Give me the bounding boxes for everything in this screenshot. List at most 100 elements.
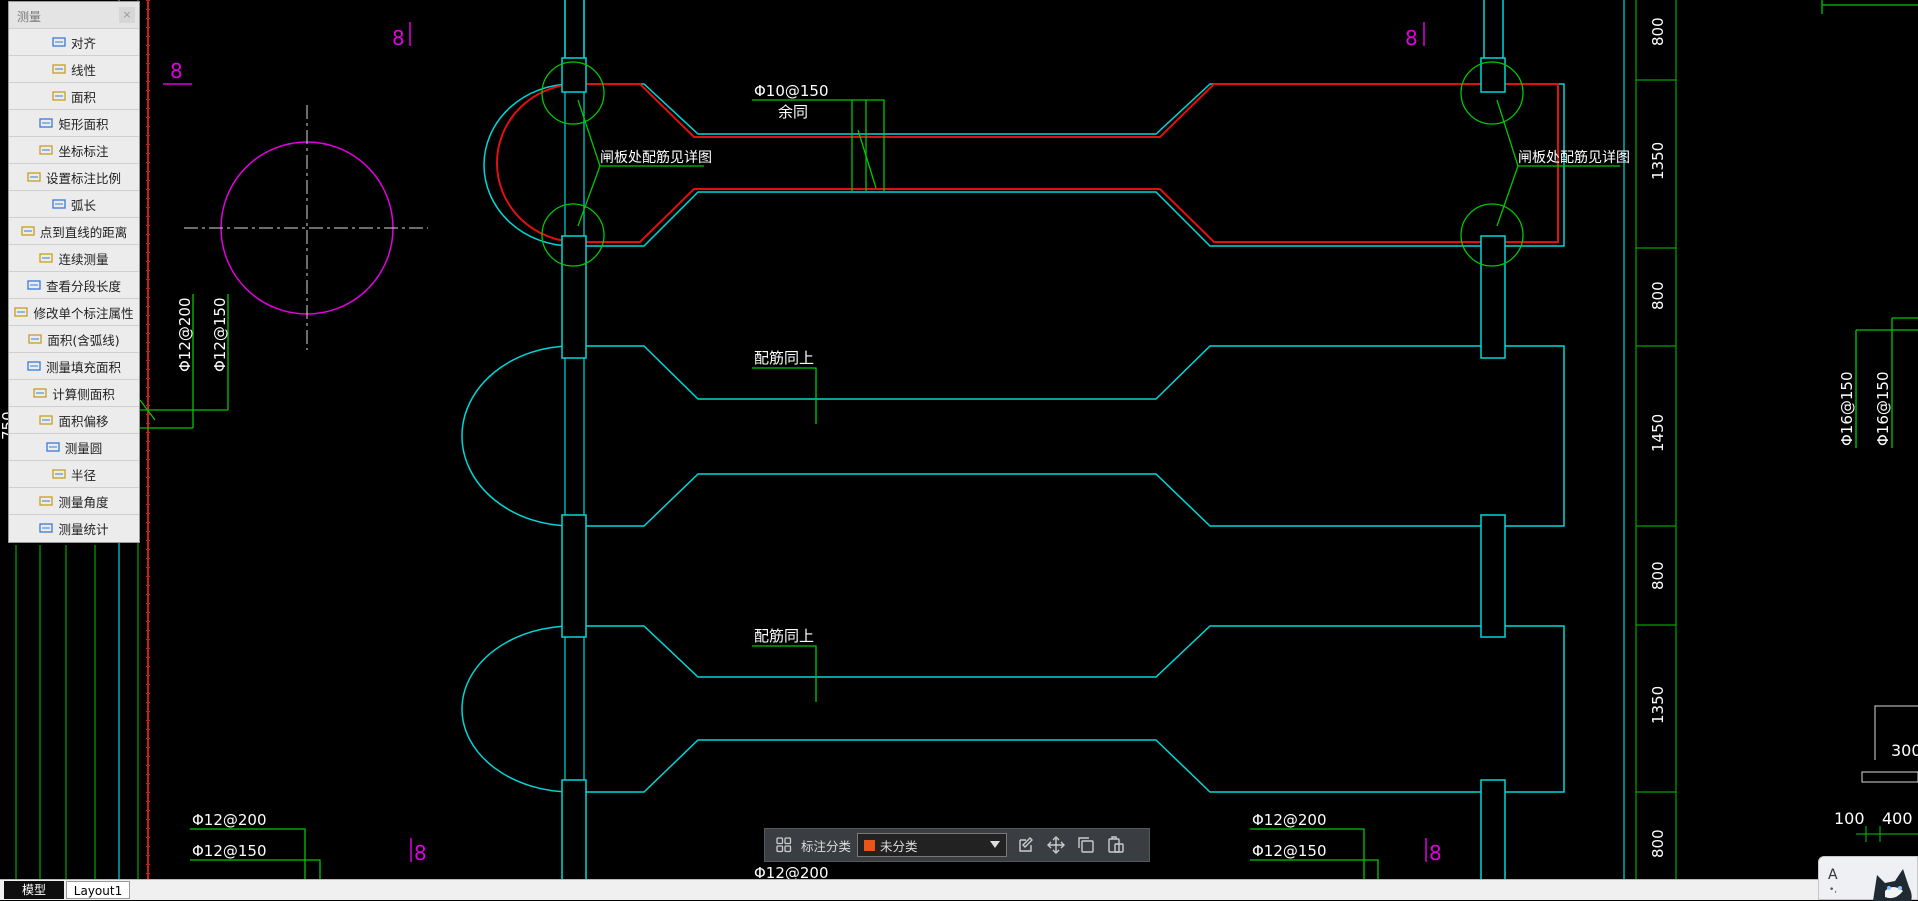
- measure-tool-label: 计算侧面积: [52, 386, 115, 402]
- measure-tool-item[interactable]: 测量角度: [9, 487, 139, 514]
- annotation-category-select[interactable]: 未分类: [857, 833, 1008, 857]
- segment-length-icon: [27, 279, 41, 291]
- measure-tool-label: 对齐: [70, 35, 96, 51]
- measure-tool-item[interactable]: 计算侧面积: [9, 379, 139, 406]
- measure-tool-item[interactable]: 线性: [9, 55, 139, 82]
- coordinate-icon: [39, 144, 54, 156]
- measure-tool-item[interactable]: 连续测量: [9, 244, 139, 271]
- paste-icon[interactable]: [1105, 834, 1127, 856]
- rebar-label-br2: Φ12@150: [1252, 842, 1327, 860]
- measure-tool-item[interactable]: 面积偏移: [9, 406, 139, 433]
- measure-panel-title: 测量: [17, 10, 42, 24]
- arc-area-icon: [28, 333, 43, 345]
- measure-tool-item[interactable]: 查看分段长度: [9, 271, 139, 298]
- edit-icon[interactable]: [1015, 834, 1037, 856]
- rebar-label-top-sub: 余同: [778, 103, 808, 121]
- measure-tool-item[interactable]: 对齐: [9, 28, 139, 55]
- statistics-icon: [39, 522, 54, 534]
- detail-label-left: 闸板处配筋见详图: [600, 149, 712, 166]
- dimension: 100: [1834, 809, 1865, 828]
- measure-tool-item[interactable]: 设置标注比例: [9, 163, 139, 190]
- measure-tool-label: 测量填充面积: [45, 359, 121, 375]
- dimension: 400: [1882, 809, 1913, 828]
- rebar-label-bl2: Φ12@150: [192, 842, 267, 860]
- measure-tool-label: 测量统计: [58, 521, 109, 537]
- tab-layout1[interactable]: Layout1: [66, 881, 130, 899]
- rebar-label-bottom: Φ12@200: [754, 864, 829, 882]
- rebar-label-right-v2: Φ16@150: [1874, 371, 1892, 446]
- angle-icon: [39, 495, 54, 507]
- fill-area-icon: [27, 360, 41, 372]
- measure-tool-label: 线性: [70, 62, 96, 78]
- measure-tool-label: 查看分段长度: [45, 278, 121, 294]
- dimension: 300: [1891, 741, 1918, 760]
- dimension: 1350: [1649, 142, 1667, 180]
- copy-icon[interactable]: [1075, 834, 1097, 856]
- measure-tool-item[interactable]: 半径: [9, 460, 139, 487]
- measure-tool-item[interactable]: 矩形面积: [9, 109, 139, 136]
- radius-icon: [52, 468, 66, 480]
- measure-tool-item[interactable]: 修改单个标注属性: [9, 298, 139, 325]
- measure-panel-header: 测量 ×: [9, 2, 139, 28]
- cat-mascot-icon: [1873, 869, 1912, 901]
- measure-tool-item[interactable]: 面积(含弧线): [9, 325, 139, 352]
- edit-annotation-icon: [14, 306, 29, 318]
- measure-tool-item[interactable]: 测量统计: [9, 514, 139, 541]
- area-offset-icon: [39, 414, 54, 426]
- measure-tool-item[interactable]: 点到直线的距离: [9, 217, 139, 244]
- measure-tool-item[interactable]: 坐标标注: [9, 136, 139, 163]
- area-icon: [52, 90, 66, 102]
- measure-tool-label: 连续测量: [58, 251, 109, 267]
- rebar-label-br1: Φ12@200: [1252, 811, 1327, 829]
- scale-icon: [27, 171, 41, 183]
- dimension: 800: [1649, 829, 1667, 858]
- circle-measure-icon: [46, 441, 60, 453]
- same-label-1: 配筋同上: [754, 349, 814, 367]
- dimension: 800: [1649, 17, 1667, 46]
- annotation-toolbar: 标注分类 未分类: [764, 828, 1150, 862]
- chevron-down-icon: [990, 841, 1001, 848]
- ime-widget[interactable]: A •,: [1818, 856, 1918, 901]
- side-area-icon: [33, 387, 47, 399]
- grid-icon[interactable]: [773, 834, 795, 856]
- rebar-label-left-v1: Φ12@200: [176, 297, 194, 372]
- section-mark: 8: [170, 59, 183, 83]
- measure-tool-label: 半径: [70, 467, 96, 483]
- measure-tool-label: 测量角度: [58, 494, 109, 510]
- annotation-category-value: 未分类: [880, 838, 918, 854]
- arc-length-icon: [52, 198, 66, 210]
- measure-tool-label: 面积偏移: [58, 413, 109, 429]
- section-mark: 8: [1429, 841, 1442, 865]
- continuous-measure-icon: [39, 252, 54, 264]
- rect-area-icon: [39, 117, 54, 129]
- measure-tool-item[interactable]: 面积: [9, 82, 139, 109]
- ime-punct: •,: [1829, 885, 1838, 895]
- rebar-label-top: Φ10@150: [754, 82, 829, 100]
- measure-tool-item[interactable]: 测量填充面积: [9, 352, 139, 379]
- detail-label-right: 闸板处配筋见详图: [1518, 149, 1630, 166]
- measure-panel: 测量 × 对齐线性面积矩形面积坐标标注设置标注比例弧长点到直线的距离连续测量查看…: [8, 1, 140, 543]
- dimension: 1350: [1649, 686, 1667, 724]
- rebar-label-left-v2: Φ12@150: [211, 297, 229, 372]
- measure-tool-label: 面积(含弧线): [47, 332, 120, 348]
- align-measure-icon: [52, 36, 66, 48]
- linear-measure-icon: [52, 63, 66, 75]
- ime-mode-letter: A: [1828, 867, 1838, 883]
- dimension: 1450: [1649, 414, 1667, 452]
- measure-tool-label: 测量圆: [64, 440, 103, 456]
- layout-tab-strip: 模型 Layout1: [0, 879, 1918, 900]
- measure-tool-label: 坐标标注: [58, 143, 109, 159]
- annotation-category-label: 标注分类: [801, 838, 852, 854]
- section-mark: 8: [414, 841, 427, 865]
- measure-tool-label: 矩形面积: [58, 116, 109, 132]
- dimension: 800: [1649, 561, 1667, 590]
- section-mark: 8: [1405, 26, 1418, 50]
- measure-tool-item[interactable]: 弧长: [9, 190, 139, 217]
- point-line-distance-icon: [21, 225, 35, 237]
- close-icon[interactable]: ×: [119, 7, 135, 23]
- measure-tool-item[interactable]: 测量圆: [9, 433, 139, 460]
- tab-model[interactable]: 模型: [4, 881, 64, 899]
- move-icon[interactable]: [1045, 834, 1067, 856]
- category-swatch: [864, 839, 876, 851]
